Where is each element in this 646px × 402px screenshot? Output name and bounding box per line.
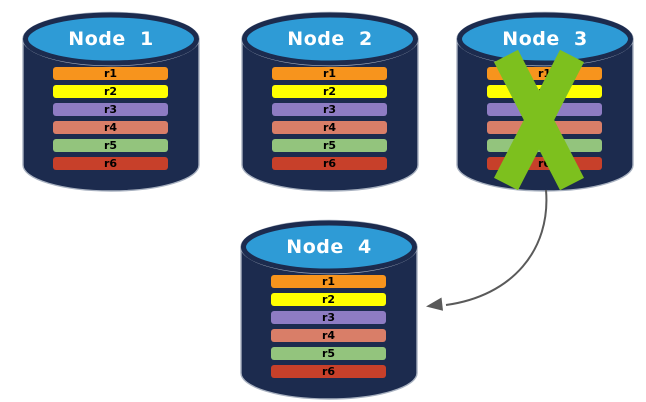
row-label: r4 bbox=[321, 329, 336, 342]
node-2: Node 2 r1 r2 r3 r4 r5 r6 bbox=[241, 6, 419, 192]
row-label: r2 bbox=[103, 85, 118, 98]
row-bar-r1: r1 bbox=[272, 67, 387, 80]
row-label: r3 bbox=[321, 311, 336, 324]
row-bar-r1: r1 bbox=[271, 275, 386, 288]
row-bar-r4: r4 bbox=[272, 121, 387, 134]
row-bar-r6: r6 bbox=[53, 157, 168, 170]
row-label: r4 bbox=[103, 121, 118, 134]
node-1: Node 1 r1 r2 r3 r4 r5 r6 bbox=[22, 6, 200, 192]
row-bar-r1: r1 bbox=[53, 67, 168, 80]
row-label: r1 bbox=[321, 275, 336, 288]
row-bar-r6: r6 bbox=[271, 365, 386, 378]
row-label: r1 bbox=[103, 67, 118, 80]
row-label: r4 bbox=[322, 121, 337, 134]
row-label: r6 bbox=[322, 157, 337, 170]
row-label: r3 bbox=[103, 103, 118, 116]
row-label: r3 bbox=[322, 103, 337, 116]
row-label: r2 bbox=[321, 293, 336, 306]
node-rows: r1 r2 r3 r4 r5 r6 bbox=[53, 67, 168, 170]
x-cross-icon bbox=[494, 50, 584, 190]
row-bar-r5: r5 bbox=[271, 347, 386, 360]
row-bar-r6: r6 bbox=[272, 157, 387, 170]
row-bar-r3: r3 bbox=[271, 311, 386, 324]
node-rows: r1 r2 r3 r4 r5 r6 bbox=[271, 275, 386, 378]
row-bar-r3: r3 bbox=[272, 103, 387, 116]
row-label: r6 bbox=[103, 157, 118, 170]
row-bar-r2: r2 bbox=[272, 85, 387, 98]
row-bar-r2: r2 bbox=[53, 85, 168, 98]
row-label: r2 bbox=[322, 85, 337, 98]
node-4: Node 4 r1 r2 r3 r4 r5 r6 bbox=[240, 214, 418, 400]
row-bar-r4: r4 bbox=[271, 329, 386, 342]
row-bar-r3: r3 bbox=[53, 103, 168, 116]
row-label: r5 bbox=[321, 347, 336, 360]
node-title: Node 2 bbox=[287, 28, 373, 50]
node-title: Node 3 bbox=[502, 28, 588, 50]
node-rows: r1 r2 r3 r4 r5 r6 bbox=[272, 67, 387, 170]
row-bar-r4: r4 bbox=[53, 121, 168, 134]
row-bar-r5: r5 bbox=[272, 139, 387, 152]
row-bar-r5: r5 bbox=[53, 139, 168, 152]
row-label: r6 bbox=[321, 365, 336, 378]
row-bar-r2: r2 bbox=[271, 293, 386, 306]
row-label: r1 bbox=[322, 67, 337, 80]
arrow-head-icon bbox=[426, 297, 443, 311]
node-title: Node 1 bbox=[68, 28, 154, 50]
node-title: Node 4 bbox=[286, 236, 372, 258]
row-label: r5 bbox=[103, 139, 118, 152]
row-label: r5 bbox=[322, 139, 337, 152]
